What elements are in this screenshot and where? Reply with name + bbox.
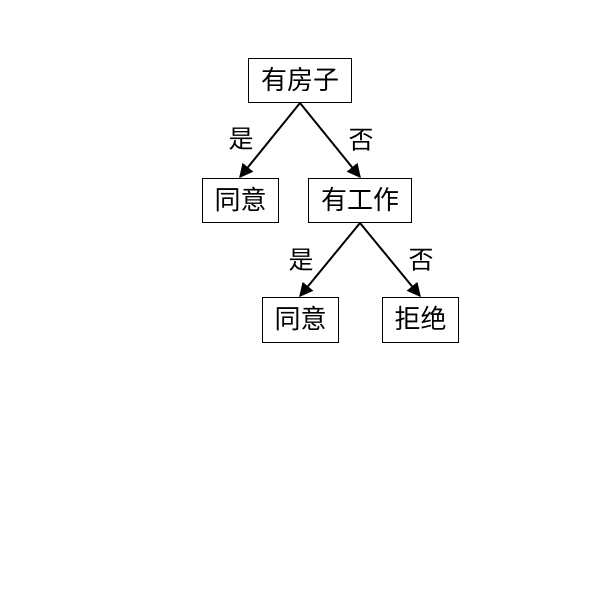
edge-label-yes: 是 [288, 245, 314, 275]
leaf-reject: 拒绝 [382, 297, 459, 343]
edge-root-to-agree [239, 102, 301, 179]
leaf-agree: 同意 [262, 297, 339, 343]
node-has-job: 有工作 [308, 178, 412, 223]
node-label: 同意 [214, 185, 267, 216]
node-has-house: 有房子 [248, 58, 352, 103]
edge-label-yes: 是 [228, 124, 254, 154]
edge-label-no: 否 [408, 245, 434, 275]
leaf-agree: 同意 [202, 178, 279, 223]
node-label: 同意 [274, 305, 327, 335]
node-label: 有工作 [320, 185, 399, 216]
edge-label-no: 否 [348, 125, 374, 155]
node-label: 有房子 [260, 65, 339, 96]
edge-job-to-reject [359, 222, 421, 298]
edge-job-to-agree [299, 222, 361, 298]
node-label: 拒绝 [394, 305, 447, 335]
edge-root-to-job [299, 102, 361, 179]
